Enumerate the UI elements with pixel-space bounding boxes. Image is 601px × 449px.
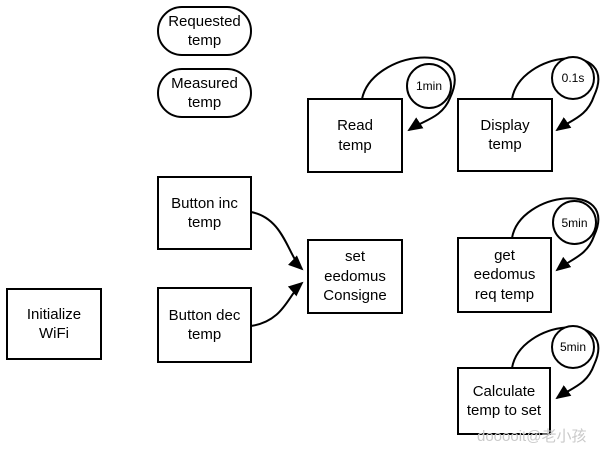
node-button-dec-temp: Button dec temp	[157, 287, 252, 363]
timer-read-temp: 1min	[406, 63, 452, 109]
node-set-eedomus-consigne: set eedomus Consigne	[307, 239, 403, 314]
watermark: dooooit@老小孩	[477, 428, 587, 445]
timer-calculate-temp-to-set: 5min	[551, 325, 595, 369]
node-requested-temp: Requested temp	[157, 6, 252, 56]
edge-button-dec-to-set-consigne	[250, 281, 304, 327]
node-get-eedomus-req-temp: get eedomus req temp	[457, 237, 552, 313]
timer-get-eedomus-req-temp: 5min	[552, 200, 597, 245]
node-display-temp: Display temp	[457, 98, 553, 172]
node-button-inc-temp: Button inc temp	[157, 176, 252, 250]
node-read-temp: Read temp	[307, 98, 403, 173]
node-measured-temp: Measured temp	[157, 68, 252, 118]
node-initialize-wifi: Initialize WiFi	[6, 288, 102, 360]
edge-button-inc-to-set-consigne	[250, 211, 304, 271]
timer-display-temp: 0.1s	[551, 56, 595, 100]
